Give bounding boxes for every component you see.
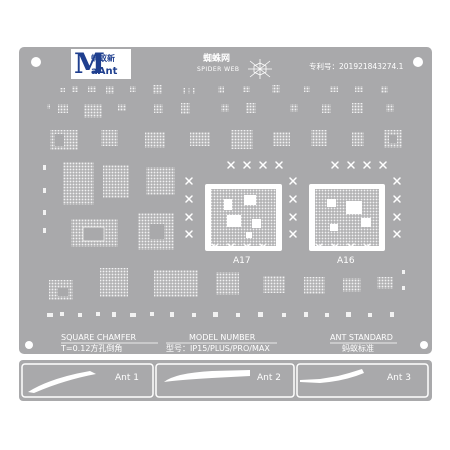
mount-hole	[31, 57, 41, 67]
brand-logo-en: aAnt	[91, 66, 118, 77]
header-en-title: SPIDER WEB	[197, 66, 240, 73]
brand-logo-cn: 蚂蚁新	[91, 54, 115, 63]
patent-number: 专利号：201921843274.1	[309, 62, 404, 71]
model-number-sub: 型号：IP15/PLUS/PRO/MAX	[166, 344, 270, 353]
component-row-3	[50, 130, 402, 150]
cross-markers	[185, 161, 401, 251]
tool-strip	[19, 360, 432, 401]
grid-window	[150, 224, 164, 239]
ant-standard-sub: 蚂蚁标准	[342, 344, 374, 353]
square-chamfer-sub: T=0.12方孔倒角	[61, 344, 123, 353]
mount-hole	[25, 341, 33, 349]
grid-window	[82, 226, 105, 242]
tiny-parts-row	[47, 312, 394, 317]
component-row-2	[47, 103, 394, 118]
component-left-column	[43, 165, 46, 233]
chip-label-a17: A17	[233, 256, 251, 266]
a17-chip	[205, 184, 282, 251]
brand-badge	[71, 49, 131, 79]
tool-label-1: Ant 1	[115, 373, 139, 383]
tool-slot-1	[21, 363, 154, 398]
header-cn-title: 蜘蛛网	[203, 54, 231, 64]
chip-label-a16: A16	[337, 256, 355, 266]
tool-slot-3	[296, 363, 429, 398]
tool-label-3: Ant 3	[387, 373, 411, 383]
tool-label-2: Ant 2	[257, 373, 281, 383]
tweezer-curved-icon	[28, 371, 96, 393]
spider-web-icon	[248, 59, 272, 79]
component-right-column	[402, 270, 405, 290]
component-row-1	[60, 85, 388, 94]
a16-chip	[309, 184, 385, 251]
tweezer-straight-icon	[164, 370, 250, 382]
component-row-bottom	[49, 268, 393, 300]
mount-hole	[420, 341, 428, 349]
tool-slot-2	[155, 363, 295, 398]
brand-logo-letter: M	[74, 47, 105, 80]
ant-standard-title: ANT STANDARD	[330, 333, 393, 342]
tweezer-angled-icon	[300, 369, 364, 383]
model-number-title: MODEL NUMBER	[189, 333, 256, 342]
square-chamfer-title: SQUARE CHAMFER	[61, 333, 137, 342]
mount-hole	[413, 57, 423, 67]
